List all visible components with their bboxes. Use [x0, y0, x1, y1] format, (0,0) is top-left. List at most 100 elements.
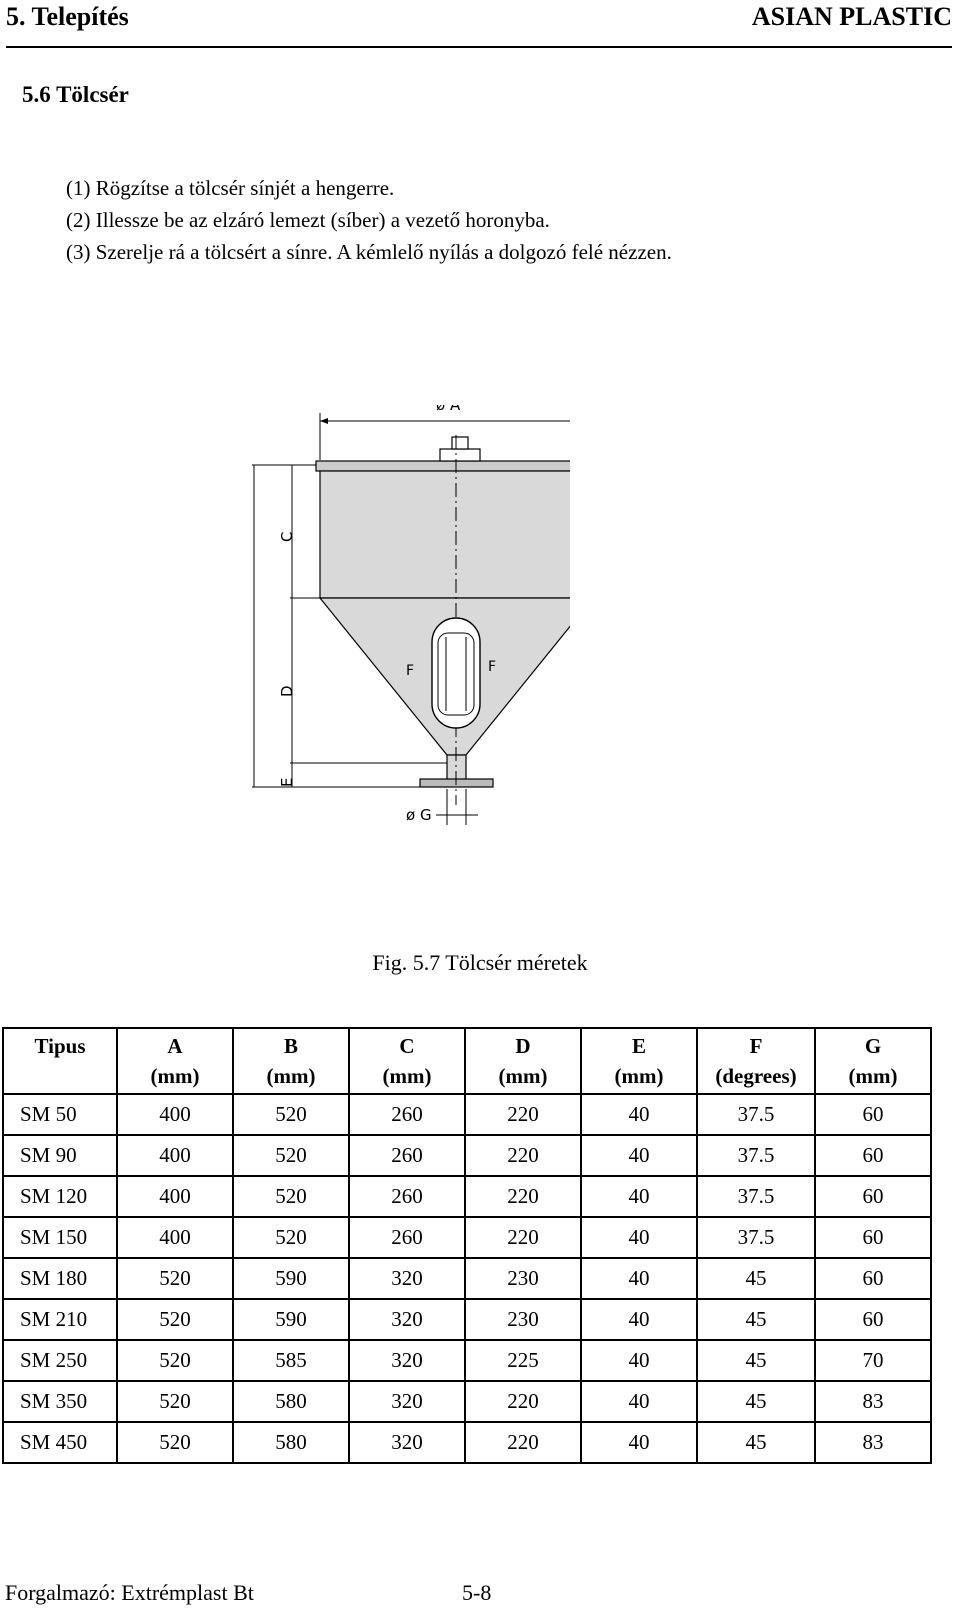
table-cell: 320	[348, 1380, 466, 1423]
table-cell: 400	[116, 1134, 234, 1177]
table-cell: 520	[232, 1093, 350, 1136]
table-cell: 40	[580, 1421, 698, 1464]
dim-label-f-left: F	[406, 663, 414, 679]
header-e: E(mm)	[580, 1027, 698, 1095]
table-cell: 45	[696, 1339, 816, 1382]
table-cell: 220	[464, 1216, 582, 1259]
table-cell: 260	[348, 1134, 466, 1177]
page-header: 5. Telepítés ASIAN PLASTIC	[6, 0, 952, 48]
dimension-table: Tipus A(mm) B(mm) C(mm) D(mm) E(mm) F(de…	[2, 1027, 932, 1464]
table-cell: 520	[232, 1134, 350, 1177]
table-cell: 320	[348, 1257, 466, 1300]
steps-list: (1) Rögzítse a tölcsér sínjét a hengerre…	[66, 172, 672, 268]
table-cell: SM 250	[2, 1339, 118, 1382]
table-cell: 37.5	[696, 1175, 816, 1218]
table-cell: 60	[814, 1093, 932, 1136]
table-cell: 37.5	[696, 1216, 816, 1259]
table-cell: SM 210	[2, 1298, 118, 1341]
table-cell: SM 90	[2, 1134, 118, 1177]
table-cell: 520	[116, 1421, 234, 1464]
table-cell: 320	[348, 1339, 466, 1382]
table-cell: 40	[580, 1134, 698, 1177]
table-cell: 45	[696, 1421, 816, 1464]
table-cell: 60	[814, 1175, 932, 1218]
table-cell: 580	[232, 1380, 350, 1423]
table-cell: 220	[464, 1093, 582, 1136]
table-cell: 40	[580, 1298, 698, 1341]
step-3: (3) Szerelje rá a tölcsért a sínre. A ké…	[66, 240, 672, 264]
header-d: D(mm)	[464, 1027, 582, 1095]
table-cell: 260	[348, 1216, 466, 1259]
table-cell: 220	[464, 1134, 582, 1177]
table-cell: 37.5	[696, 1134, 816, 1177]
header-b: B(mm)	[232, 1027, 350, 1095]
table-cell: 40	[580, 1257, 698, 1300]
dim-label-e: E	[278, 778, 296, 787]
table-cell: 590	[232, 1257, 350, 1300]
step-1: (1) Rögzítse a tölcsér sínjét a hengerre…	[66, 176, 395, 200]
table-cell: SM 450	[2, 1421, 118, 1464]
table-cell: 400	[116, 1093, 234, 1136]
table-cell: 37.5	[696, 1093, 816, 1136]
page-number: 5-8	[462, 1580, 492, 1605]
chapter-title: 5. Telepítés	[6, 2, 129, 31]
table-cell: 40	[580, 1175, 698, 1218]
dim-label-f-right: F	[488, 659, 496, 675]
table-cell: 40	[580, 1093, 698, 1136]
table-cell: 585	[232, 1339, 350, 1382]
table-cell: 225	[464, 1339, 582, 1382]
table-cell: 590	[232, 1298, 350, 1341]
dim-label-d: D	[278, 685, 296, 697]
dim-label-g: ø G	[406, 806, 432, 824]
table-cell: 580	[232, 1421, 350, 1464]
table-cell: 45	[696, 1298, 816, 1341]
table-cell: SM 120	[2, 1175, 118, 1218]
header-g: G(mm)	[814, 1027, 932, 1095]
table-cell: 520	[116, 1257, 234, 1300]
table-cell: 220	[464, 1421, 582, 1464]
step-2: (2) Illessze be az elzáró lemezt (síber)…	[66, 208, 550, 232]
table-cell: 400	[116, 1175, 234, 1218]
table-header-row: Tipus A(mm) B(mm) C(mm) D(mm) E(mm) F(de…	[2, 1027, 932, 1095]
table-cell: 60	[814, 1257, 932, 1300]
hopper-drawing: ø A F F B C D E ø	[250, 405, 570, 825]
table-cell: 260	[348, 1175, 466, 1218]
table-cell: 60	[814, 1298, 932, 1341]
table-cell: 320	[348, 1421, 466, 1464]
table-cell: 520	[116, 1298, 234, 1341]
figure-caption: Fig. 5.7 Tölcsér méretek	[372, 950, 588, 975]
table-cell: 260	[348, 1093, 466, 1136]
header-f: F(degrees)	[696, 1027, 816, 1095]
table-cell: 45	[696, 1380, 816, 1423]
table-cell: SM 50	[2, 1093, 118, 1136]
table-cell: 520	[232, 1216, 350, 1259]
header-type: Tipus	[2, 1027, 118, 1095]
page-footer: Forgalmazó: Extrémplast Bt 5-8	[5, 1580, 491, 1606]
header-a: A(mm)	[116, 1027, 234, 1095]
table-cell: 40	[580, 1380, 698, 1423]
dim-label-b: B	[250, 621, 254, 631]
dim-label-a: ø A	[436, 405, 461, 414]
distributor-text: Forgalmazó: Extrémplast Bt	[5, 1580, 254, 1605]
table-cell: 320	[348, 1298, 466, 1341]
section-title: 5.6 Tölcsér	[22, 82, 129, 107]
table-cell: 230	[464, 1298, 582, 1341]
table-cell: 520	[116, 1380, 234, 1423]
table-cell: 40	[580, 1339, 698, 1382]
table-cell: SM 350	[2, 1380, 118, 1423]
table-cell: 70	[814, 1339, 932, 1382]
table-cell: 45	[696, 1257, 816, 1300]
table-cell: 220	[464, 1380, 582, 1423]
header-c: C(mm)	[348, 1027, 466, 1095]
table-cell: 220	[464, 1175, 582, 1218]
table-cell: 83	[814, 1421, 932, 1464]
brand-name: ASIAN PLASTIC	[751, 2, 952, 31]
